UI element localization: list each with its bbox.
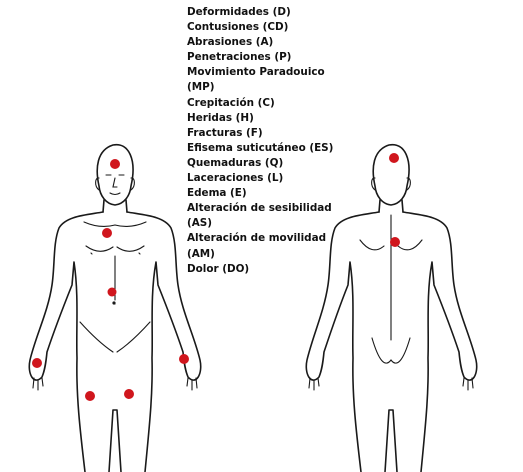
front-nose [112, 177, 118, 188]
legend-item-penetraciones: Penetraciones (P) [187, 51, 292, 64]
front-left-thigh-marker [124, 389, 134, 399]
legend-item-quemaduras: Quemaduras (Q) [187, 156, 284, 169]
back-fingers-right [462, 377, 474, 391]
front-neck [102, 199, 128, 213]
legend-item-movimiento-paradouico: Movimiento Paradouico (MP) [187, 66, 325, 94]
legend-item-crepitacion: Crepitación (C) [187, 96, 275, 109]
legend-item-laceraciones: Laceraciones (L) [187, 172, 284, 185]
front-head-marker [110, 159, 120, 169]
front-chest-marker [102, 228, 112, 238]
front-navel-dot [112, 301, 116, 305]
front-right-thigh-marker [85, 391, 95, 401]
front-nipples [90, 252, 141, 255]
back-right-ear [406, 177, 411, 191]
legend-item-edema: Edema (E) [187, 187, 247, 200]
front-abdomen-marker [107, 287, 117, 297]
front-right-ear [130, 177, 135, 191]
front-fingers-left [32, 377, 44, 391]
back-figure [305, 144, 478, 472]
back-left-ear [371, 177, 376, 191]
legend-item-dolor: Dolor (DO) [187, 262, 250, 275]
back-fingers-left [308, 377, 320, 391]
legend-item-contusiones: Contusiones (CD) [187, 21, 289, 34]
front-figure [28, 144, 202, 472]
back-head-outline [372, 144, 410, 206]
legend-item-fracturas: Fracturas (F) [187, 126, 263, 139]
front-head-outline [96, 144, 134, 206]
back-body-outline [305, 211, 478, 472]
front-body-outline [28, 211, 202, 472]
injury-markers [32, 153, 400, 401]
legend-item-efisema: Efisema suticutáneo (ES) [187, 141, 334, 154]
back-shoulder-blades [359, 239, 423, 251]
front-left-hand-marker [179, 354, 189, 364]
back-buttocks [371, 337, 411, 364]
back-neck [378, 199, 404, 213]
front-left-ear [95, 177, 100, 191]
back-upper-back-marker [390, 237, 400, 247]
front-groin [79, 321, 151, 353]
injury-legend: Deformidades (D) Contusiones (CD) Abrasi… [187, 5, 337, 277]
legend-item-alteracion-movilidad: Alteración de movilidad (AM) [187, 232, 327, 260]
front-fingers-right [186, 377, 198, 391]
back-head-marker [389, 153, 399, 163]
legend-item-heridas: Heridas (H) [187, 111, 254, 124]
front-collarbones [83, 221, 147, 228]
legend-item-abrasiones: Abrasiones (A) [187, 36, 274, 49]
legend-item-deformidades: Deformidades (D) [187, 6, 291, 18]
front-pectorals [85, 245, 145, 252]
front-right-hand-marker [32, 358, 42, 368]
front-mouth [109, 192, 121, 196]
legend-item-alteracion-sensibilidad: Alteración de sesibilidad (AS) [187, 202, 332, 230]
